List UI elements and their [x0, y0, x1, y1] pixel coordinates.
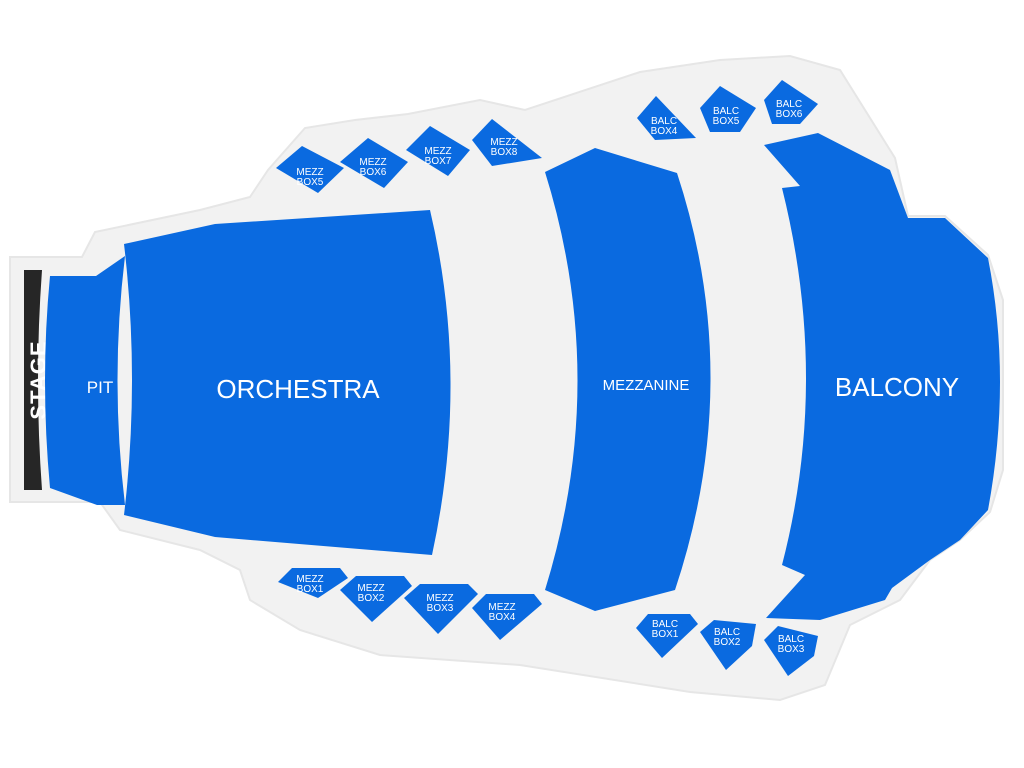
section-mezzanine[interactable] — [545, 148, 711, 611]
box-balc-2-line2: BOX2 — [714, 637, 741, 648]
box-mezz-5-line1: MEZZ — [296, 167, 323, 178]
box-mezz-8-line2: BOX8 — [491, 147, 518, 158]
pit-label: PIT — [87, 378, 113, 397]
box-balc-4[interactable] — [637, 96, 696, 140]
box-mezz-3-line2: BOX3 — [427, 603, 454, 614]
box-balc-6-line2: BOX6 — [776, 109, 803, 120]
box-mezz-4[interactable] — [472, 594, 542, 640]
mezzanine-label: MEZZANINE — [603, 377, 690, 394]
box-mezz-8[interactable] — [472, 119, 542, 166]
box-mezz-8-line1: MEZZ — [490, 137, 517, 148]
box-balc-6-line1: BALC — [776, 99, 802, 110]
section-balcony[interactable] — [764, 133, 1000, 620]
box-balc-3[interactable] — [764, 626, 818, 676]
box-balc-1-line2: BOX1 — [652, 629, 679, 640]
box-balc-2[interactable] — [700, 620, 756, 670]
box-mezz-2[interactable] — [340, 576, 412, 622]
balcony-label: BALCONY — [835, 372, 959, 402]
box-mezz-7-line1: MEZZ — [424, 146, 451, 157]
box-balc-4-line1: BALC — [651, 116, 677, 127]
box-mezz-6[interactable] — [340, 138, 408, 188]
box-mezz-1-line1: MEZZ — [296, 574, 323, 585]
box-mezz-2-line1: MEZZ — [357, 583, 384, 594]
box-mezz-2-line2: BOX2 — [358, 593, 385, 604]
section-pit[interactable] — [45, 256, 125, 505]
box-balc-3-line1: BALC — [778, 634, 804, 645]
box-balc-3-line2: BOX3 — [778, 644, 805, 655]
box-mezz-3[interactable] — [404, 584, 478, 634]
box-balc-5[interactable] — [700, 86, 756, 132]
stage — [24, 270, 42, 490]
box-mezz-7[interactable] — [406, 126, 470, 176]
box-balc-1[interactable] — [636, 614, 698, 658]
box-mezz-6-line1: MEZZ — [359, 157, 386, 168]
box-mezz-1[interactable] — [278, 568, 348, 598]
orchestra-label: ORCHESTRA — [216, 374, 380, 404]
box-balc-5-line2: BOX5 — [713, 116, 740, 127]
box-balc-1-line1: BALC — [652, 619, 678, 630]
box-balc-4-line2: BOX4 — [651, 126, 678, 137]
box-mezz-5[interactable] — [276, 146, 344, 193]
box-mezz-4-line2: BOX4 — [489, 612, 516, 623]
box-mezz-7-line2: BOX7 — [425, 156, 452, 167]
box-mezz-6-line2: BOX6 — [360, 167, 387, 178]
box-balc-5-line1: BALC — [713, 106, 739, 117]
box-balc-2-line1: BALC — [714, 627, 740, 638]
box-mezz-4-line1: MEZZ — [488, 602, 515, 613]
box-mezz-1-line2: BOX1 — [297, 584, 324, 595]
box-mezz-5-line2: BOX5 — [297, 177, 324, 188]
section-orchestra[interactable] — [124, 210, 451, 555]
box-mezz-3-line1: MEZZ — [426, 593, 453, 604]
box-balc-6[interactable] — [764, 80, 818, 124]
